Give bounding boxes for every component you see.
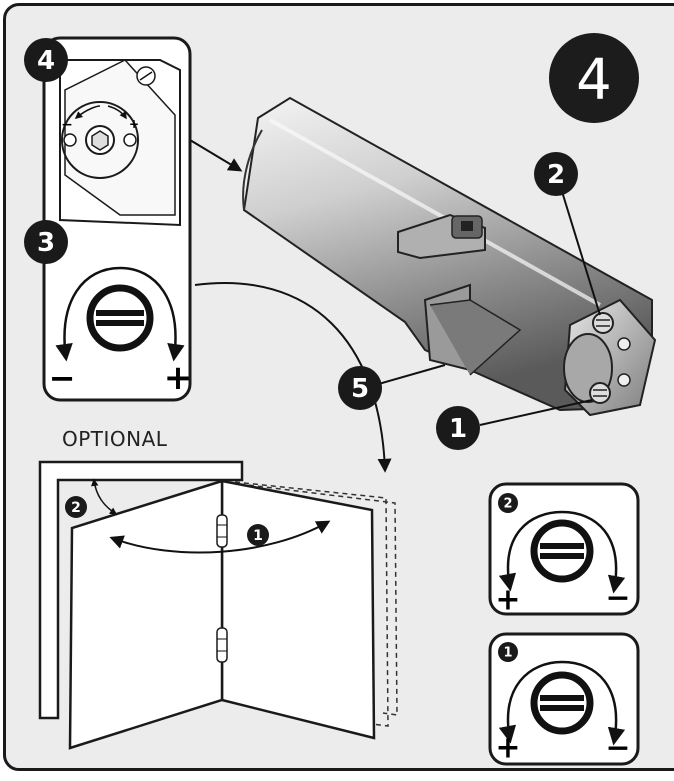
door-label-1: 1 [253,528,263,544]
minus-label: − [605,581,630,616]
rotation-arrow-icon [55,266,185,362]
door-frame [38,460,244,720]
callout-1: 1 [436,406,480,450]
hinge-bottom [216,627,228,663]
callout-5: 5 [338,366,382,410]
door-opening-illustration: 1 2 [38,460,398,750]
svg-text:3: 3 [37,228,55,258]
valve-2-screw [592,312,614,334]
valve-1-screw [589,382,611,404]
svg-text:1: 1 [449,414,467,444]
leader-1 [479,399,593,426]
plus-label: + [495,583,520,618]
svg-text:4: 4 [37,46,55,76]
arrow-to-closer [189,139,243,172]
panel-badge: 1 [503,646,512,661]
step-number: 4 [576,48,612,113]
callout-4: 4 [24,38,68,82]
small-minus-label: − [61,117,73,133]
leader-5 [374,364,446,386]
door-leaf-left [68,479,224,750]
callout-3: 3 [24,220,68,264]
svg-text:5: 5 [351,374,369,404]
minus-label: − [49,359,76,397]
callout-2: 2 [534,152,578,196]
door-closer-illustration [242,96,657,417]
minus-label: − [605,731,630,766]
hex-valve-icon [91,130,109,151]
adjustment-detail-panel: − + − + [42,36,193,402]
arc-arrow-to-door [194,282,392,473]
panel-badge: 2 [503,497,512,512]
plus-label: + [164,358,193,398]
rotation-arrow-icon [498,510,626,594]
optional-label: OPTIONAL [62,427,168,451]
plus-label: + [495,731,520,766]
step-badge: 4 [549,33,639,123]
valve-2-panel: + − 2 [488,482,640,618]
svg-text:2: 2 [547,160,565,190]
door-leaf-right [220,479,376,740]
latch-angle-arrow [91,478,118,515]
door-label-2: 2 [71,500,81,516]
rotation-arrow-icon [498,660,626,746]
valve-1-panel: + − 1 [488,632,640,766]
hinge-top [216,514,228,548]
small-plus-label: + [129,117,139,131]
opening-angle-arrow [109,520,331,554]
leader-2 [559,184,601,316]
